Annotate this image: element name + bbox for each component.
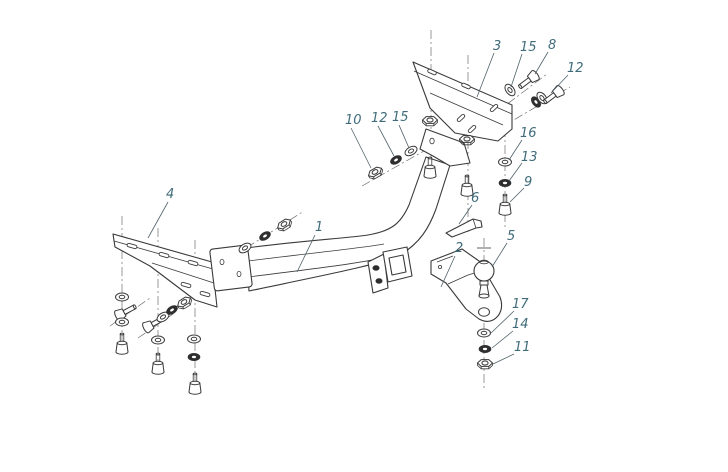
- leader-9: [509, 187, 525, 203]
- spring-washer: [257, 229, 273, 243]
- washer: [187, 334, 201, 344]
- spring-washer-14: [478, 345, 492, 353]
- fasteners-bottom-left: [112, 292, 202, 395]
- beam-end-plate: [209, 244, 253, 292]
- leader-6: [458, 204, 473, 225]
- nut: [459, 135, 475, 146]
- spring-washer-12: [388, 153, 404, 167]
- callout-13: 13: [521, 150, 538, 165]
- washer-17: [477, 328, 491, 338]
- leader-12a: [550, 74, 569, 94]
- leader-1: [296, 234, 316, 273]
- center-line: [493, 73, 548, 115]
- callout-9: 9: [524, 175, 532, 190]
- callout-1: 1: [315, 220, 323, 235]
- leader-15b: [398, 124, 410, 149]
- washer: [115, 292, 129, 302]
- pin: [445, 218, 483, 238]
- ball-mount-arm: [430, 248, 503, 322]
- washer-15: [502, 81, 518, 99]
- center-line: [137, 311, 177, 339]
- receiver-opening: [388, 254, 407, 276]
- washer-15: [402, 143, 420, 159]
- leader-16: [508, 139, 523, 161]
- leader-13: [508, 162, 523, 182]
- leader-lines: [147, 51, 569, 365]
- callout-8: 8: [548, 38, 556, 53]
- tow-ball: [473, 247, 495, 299]
- leader-3: [476, 52, 495, 98]
- callout-12a: 12: [567, 61, 584, 76]
- nut-11: [477, 359, 493, 370]
- callout-12b: 12: [371, 111, 388, 126]
- callout-15b: 15: [392, 110, 409, 125]
- callout-labels: 1 2 3 4 5 6 8 9 10 11 12 12 13 14 15 15 …: [166, 38, 584, 355]
- leader-12b: [377, 125, 395, 157]
- callout-6: 6: [471, 191, 479, 206]
- fasteners-mid-left: [366, 143, 420, 182]
- leader-8: [534, 51, 549, 75]
- callout-11: 11: [514, 340, 531, 355]
- bolt: [151, 352, 165, 375]
- leader-2: [440, 255, 456, 288]
- upper-mounting-bracket: [412, 61, 513, 142]
- callout-17: 17: [512, 297, 529, 312]
- leader-14: [491, 330, 514, 349]
- nut: [422, 116, 438, 127]
- fasteners-under-ball-mount: [477, 328, 493, 370]
- leader-5: [491, 242, 508, 268]
- nut-10: [366, 164, 385, 182]
- leader-11: [492, 353, 515, 365]
- callout-14: 14: [512, 317, 529, 332]
- receiver-tube: [367, 246, 413, 294]
- ball-hole: [478, 307, 490, 317]
- callout-5: 5: [507, 229, 515, 244]
- washer: [115, 317, 129, 327]
- washer: [151, 335, 165, 345]
- leader-10: [350, 127, 372, 169]
- safety-chain-plate: [367, 253, 389, 294]
- callout-4: 4: [166, 187, 174, 202]
- callout-3: 3: [493, 39, 501, 54]
- leader-17: [490, 310, 515, 334]
- spring-washer: [187, 353, 201, 361]
- leader-4: [147, 201, 169, 239]
- callout-10: 10: [345, 113, 362, 128]
- leader-15a: [510, 53, 523, 88]
- callout-16: 16: [520, 126, 537, 141]
- fasteners-top-right: [502, 68, 567, 110]
- callout-15a: 15: [520, 40, 537, 55]
- callout-2: 2: [455, 241, 463, 256]
